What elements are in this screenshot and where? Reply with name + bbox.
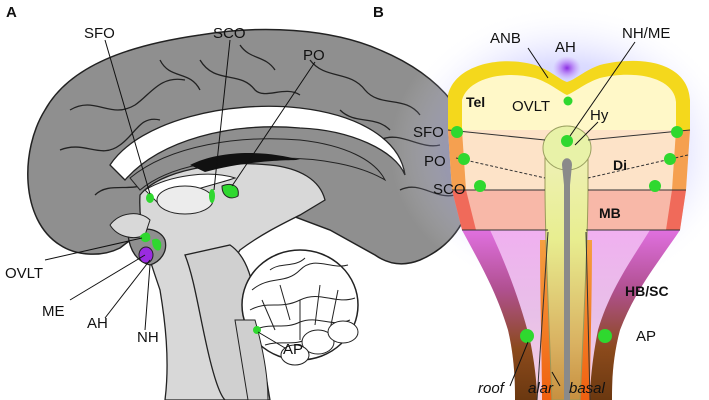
roof-plate-right xyxy=(590,230,680,400)
panel-a: A xyxy=(5,4,477,400)
ap-dot-right xyxy=(598,329,612,343)
zone-basal: basal xyxy=(569,380,606,397)
panel-b-letter: B xyxy=(373,4,384,21)
label-ap-a: AP xyxy=(283,341,303,358)
leader-lines-a xyxy=(44,39,316,349)
me-mark xyxy=(152,238,162,251)
left-edge-mb xyxy=(452,190,476,230)
label-sco-b: SCO xyxy=(433,181,466,198)
sco-mark xyxy=(209,189,215,203)
medulla xyxy=(234,319,269,400)
po-dot-right xyxy=(664,153,676,165)
left-edge-di xyxy=(448,130,466,190)
optic-chiasm xyxy=(109,213,151,238)
po-dot-left xyxy=(458,153,470,165)
central-lumen xyxy=(562,158,572,400)
label-po-a: PO xyxy=(303,47,325,64)
right-edge-mb xyxy=(666,190,686,230)
label-ah-a: AH xyxy=(87,315,108,332)
ap-dot-left xyxy=(520,329,534,343)
sco-dot-right xyxy=(649,180,661,192)
region-tel: Tel xyxy=(466,94,485,110)
cerebellar-folia xyxy=(280,320,359,366)
label-nh-a: NH xyxy=(137,329,159,346)
panel-b: B xyxy=(373,4,709,400)
right-edge-di xyxy=(672,130,690,190)
ap-mark xyxy=(253,326,261,334)
thalamus xyxy=(156,185,214,215)
label-po-b: PO xyxy=(424,153,446,170)
label-ap-b: AP xyxy=(636,328,656,345)
ah-pituitary-mark xyxy=(138,246,154,264)
label-sfo-a: SFO xyxy=(84,25,115,42)
label-anb: ANB xyxy=(490,30,521,47)
zone-roof: roof xyxy=(478,380,506,397)
nh-me-dot xyxy=(561,135,573,147)
panel-a-letter: A xyxy=(6,4,17,21)
roof-plate-left xyxy=(462,230,537,400)
ovlt-mark xyxy=(140,232,151,243)
label-sfo-b: SFO xyxy=(413,124,444,141)
region-di: Di xyxy=(613,157,627,173)
sfo-dot-left xyxy=(451,126,463,138)
cvo-dots-b xyxy=(451,96,683,343)
label-ovlt-b: OVLT xyxy=(512,98,550,115)
label-ovlt-a: OVLT xyxy=(5,265,43,282)
sco-dot-left xyxy=(474,180,486,192)
sfo-mark xyxy=(146,193,154,203)
label-ah-b: AH xyxy=(555,39,576,56)
label-me-a: ME xyxy=(42,303,65,320)
sfo-dot-right xyxy=(671,126,683,138)
zone-alar: alar xyxy=(528,380,554,397)
cvo-marks-a xyxy=(140,183,261,334)
label-sco-a: SCO xyxy=(213,25,246,42)
ovlt-dot xyxy=(563,96,573,106)
boundary-lines xyxy=(447,129,691,400)
label-hy: Hy xyxy=(590,107,609,124)
ah-glow xyxy=(553,56,581,80)
po-mark xyxy=(221,183,239,199)
region-mb: MB xyxy=(599,205,621,221)
label-nhme: NH/ME xyxy=(622,25,670,42)
region-hbsc: HB/SC xyxy=(625,283,669,299)
leader-lines-b xyxy=(509,41,636,387)
